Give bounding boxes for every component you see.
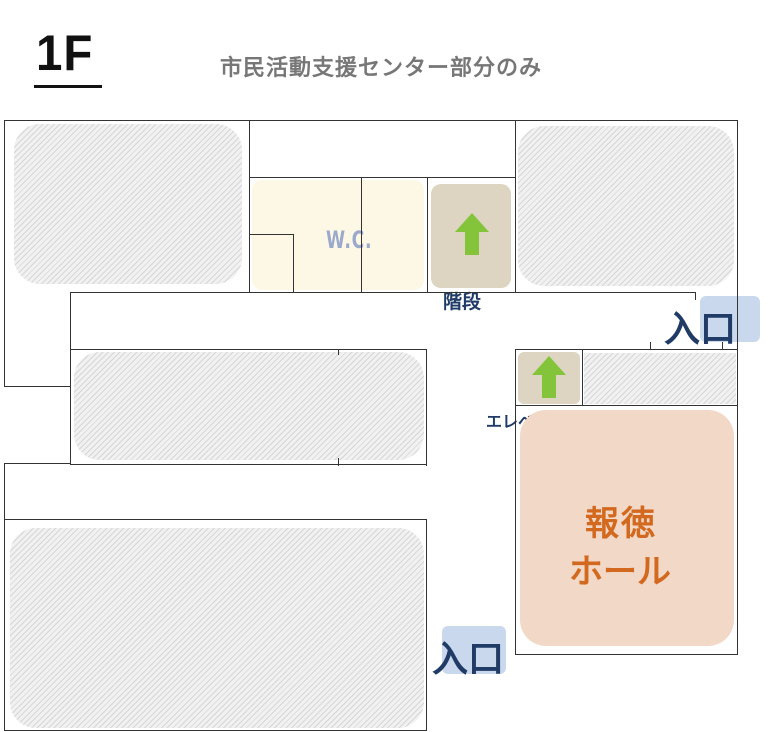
excluded-area-bottom-left: [10, 528, 424, 728]
entrance-right-label: 入口: [664, 309, 737, 350]
floor-label: 1F: [36, 25, 94, 81]
map-subtitle: 市民活動支援センター部分のみ: [220, 56, 543, 81]
entrance-right-marker: [700, 296, 760, 342]
entrance-bottom-label: 入口: [432, 639, 505, 680]
floor-label-underline: [34, 85, 102, 88]
hotoku-hall-label-line2: ホール: [569, 552, 671, 592]
excluded-area-beside-elevator: [584, 353, 736, 404]
excluded-area-top-right: [518, 126, 734, 286]
wc-room: [252, 180, 424, 290]
hotoku-hall: [520, 410, 734, 646]
wc-label: W.C.: [326, 226, 373, 254]
stairs-label: 階段: [443, 291, 482, 313]
stairs-up-arrow-icon: [455, 213, 489, 255]
elevator-up-arrow-icon: [532, 356, 566, 398]
excluded-area-middle-left: [74, 352, 424, 460]
excluded-area-top-left: [14, 124, 242, 284]
hotoku-hall-label-line1: 報徳: [585, 504, 657, 544]
entrance-bottom-marker: [442, 626, 506, 674]
